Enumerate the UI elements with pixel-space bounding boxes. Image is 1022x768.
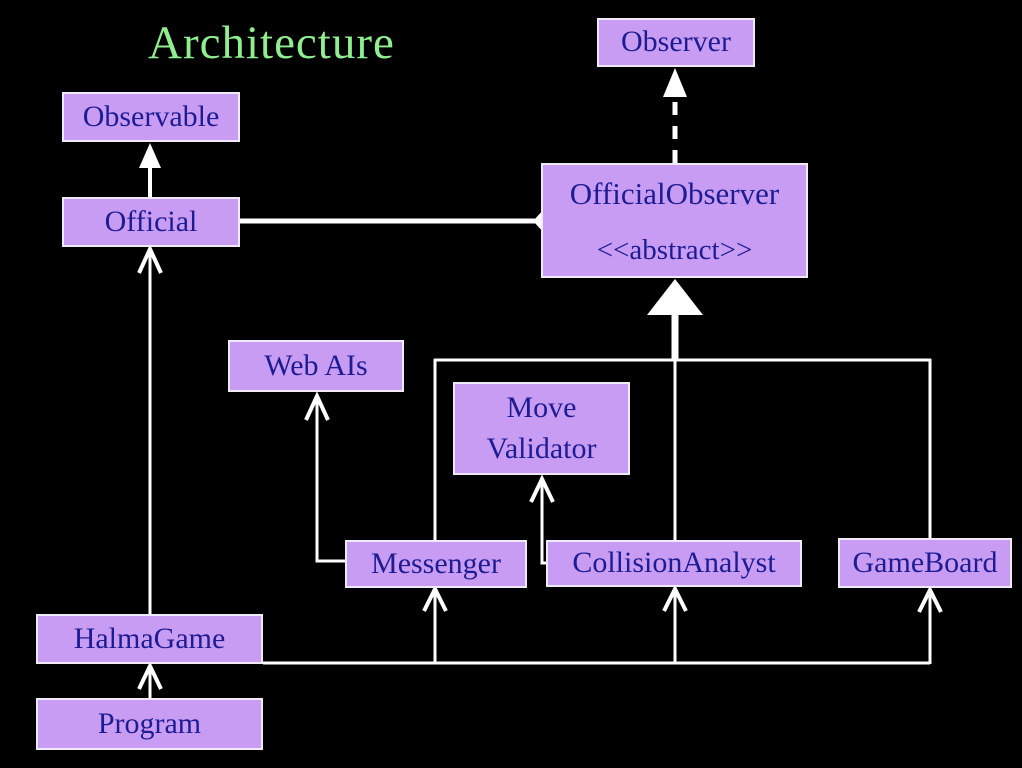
- bus-messenger-arrowhead: [422, 584, 448, 612]
- edge-collisionanalyst-movevalidator-line: [540, 482, 546, 565]
- node-official-observer: OfficialObserver <<abstract>>: [541, 163, 808, 278]
- node-observable-label: Observable: [82, 99, 220, 133]
- node-collision-analyst-label: CollisionAnalyst: [572, 546, 776, 580]
- edge-official-observable-arrowhead: [139, 143, 161, 168]
- node-messenger-label: Messenger: [371, 546, 501, 580]
- slide-title: Architecture: [148, 17, 395, 69]
- node-official-observer-label: OfficialObserver: [569, 176, 780, 211]
- edge-messenger-webais-arrowhead: [304, 391, 330, 421]
- generalization-arrowhead: [647, 279, 703, 315]
- node-web-ais-label: Web AIs: [264, 348, 368, 382]
- node-move-validator-label: Move Validator: [486, 391, 597, 465]
- bus-gameboard-arrowhead: [917, 585, 943, 613]
- node-program: Program: [36, 698, 263, 750]
- node-program-label: Program: [97, 706, 202, 740]
- node-official-observer-stereotype: <<abstract>>: [596, 233, 753, 266]
- node-official: Official: [62, 197, 240, 247]
- node-observer: Observer: [597, 18, 755, 67]
- node-observable: Observable: [62, 92, 240, 142]
- edge-officialobserver-observer-arrowhead: [663, 68, 687, 97]
- edge-halmagame-official-arrowhead: [137, 244, 163, 274]
- edge-collisionanalyst-movevalidator-arrowhead: [529, 474, 555, 503]
- node-web-ais: Web AIs: [228, 340, 404, 392]
- node-messenger: Messenger: [345, 540, 527, 588]
- node-game-board-label: GameBoard: [852, 545, 998, 579]
- node-move-validator: Move Validator: [453, 382, 630, 475]
- node-game-board: GameBoard: [838, 538, 1012, 588]
- node-collision-analyst: CollisionAnalyst: [546, 540, 802, 587]
- edge-program-halmagame-arrowhead: [137, 661, 163, 690]
- bus-collisionanalyst-arrowhead: [662, 584, 688, 612]
- node-halma-game: HalmaGame: [36, 614, 263, 664]
- node-observer-label: Observer: [621, 25, 731, 59]
- node-official-label: Official: [104, 204, 198, 238]
- node-halma-game-label: HalmaGame: [73, 621, 226, 655]
- edge-messenger-webais-line: [315, 399, 345, 563]
